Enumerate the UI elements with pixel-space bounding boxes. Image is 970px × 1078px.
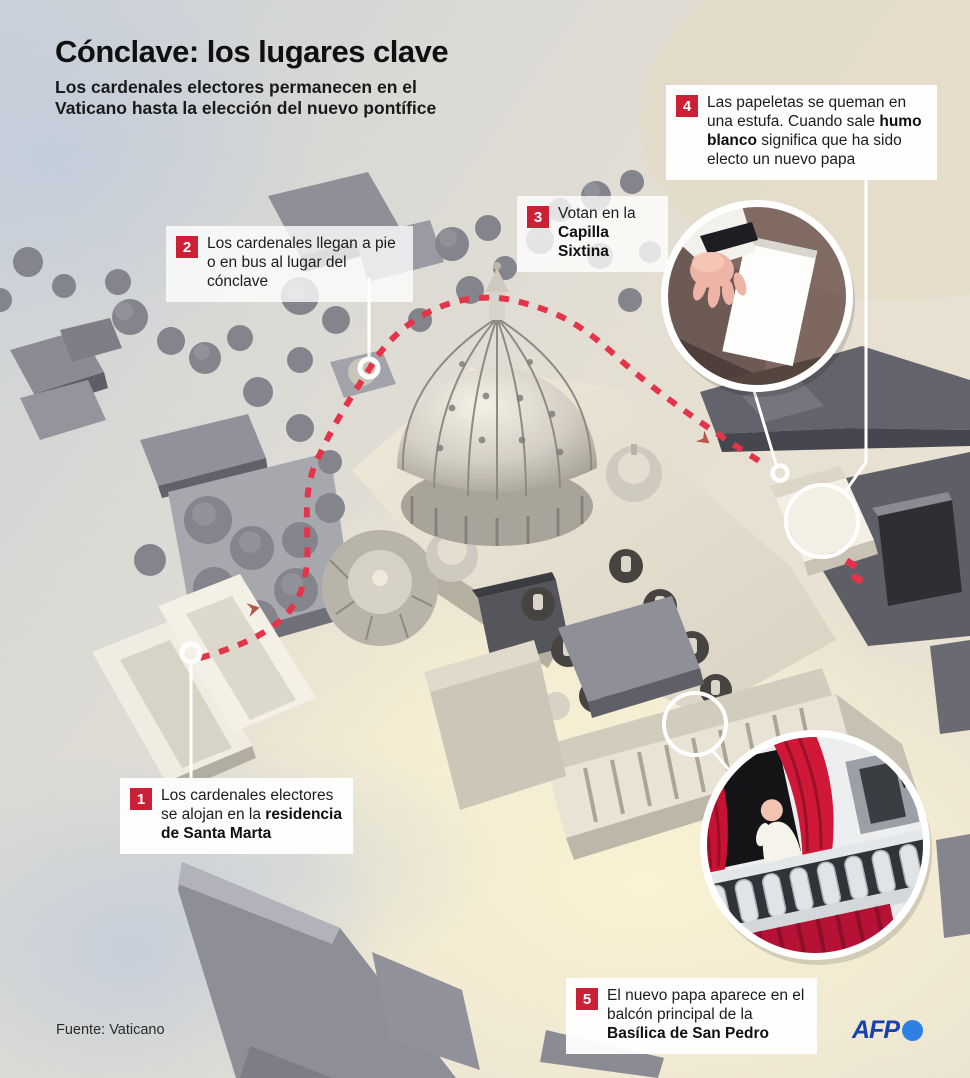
callout-5-text: El nuevo papa aparece en el balcón princ… [607, 987, 805, 1042]
step-3-badge: 3 [527, 206, 549, 228]
building-row [558, 596, 704, 718]
callout-step-3: 3 Votan en la Capilla Sixtina [517, 196, 668, 272]
palace-courtyard-block [820, 452, 970, 938]
callout-step-1: 1 Los cardenales electores se alojan en … [120, 778, 353, 854]
step-1-badge: 1 [130, 788, 152, 810]
ballot-inset-photo [661, 200, 855, 397]
page-subtitle: Los cardenales electores permanecen en e… [55, 76, 437, 118]
balcony-highlight-ring [662, 691, 728, 757]
source-credit: Fuente: Vaticano [56, 1022, 165, 1038]
location-ring-markers [179, 356, 860, 757]
page-title: Cónclave: los lugares clave [55, 34, 449, 69]
callout-step-4: 4 Las papeletas se queman en una estufa.… [666, 85, 937, 180]
callout-2-text: Los cardenales llegan a pie o en bus al … [207, 235, 396, 290]
header: Cónclave: los lugares clave Los cardenal… [55, 34, 525, 119]
santa-marta-residence [92, 574, 316, 794]
callout-step-2: 2 Los cardenales llegan a pie o en bus a… [166, 226, 413, 302]
step-4-badge: 4 [676, 95, 698, 117]
callout-1-text: Los cardenales electores se alojan en la… [161, 787, 342, 842]
route-dashed-path [199, 294, 864, 661]
callout-3-text: Votan en la Capilla Sixtina [558, 205, 636, 260]
step-2-badge: 2 [176, 236, 198, 258]
st-peters-dome [396, 262, 598, 546]
afp-logo-text: AFP [852, 1016, 900, 1044]
connector-lines [189, 168, 868, 793]
callout-4-text: Las papeletas se queman en una estufa. C… [707, 94, 922, 168]
route-arrow-icon [246, 430, 710, 617]
apostolic-palace [700, 346, 970, 452]
afp-logo: AFP [852, 1016, 923, 1045]
apse-left [322, 530, 438, 646]
callout-step-5: 5 El nuevo papa aparece en el balcón pri… [566, 978, 817, 1054]
afp-logo-globe-icon [902, 1020, 923, 1041]
step-5-badge: 5 [576, 988, 598, 1010]
balcony-inset-photo [700, 730, 932, 965]
sistine-highlight-ring [784, 483, 860, 559]
